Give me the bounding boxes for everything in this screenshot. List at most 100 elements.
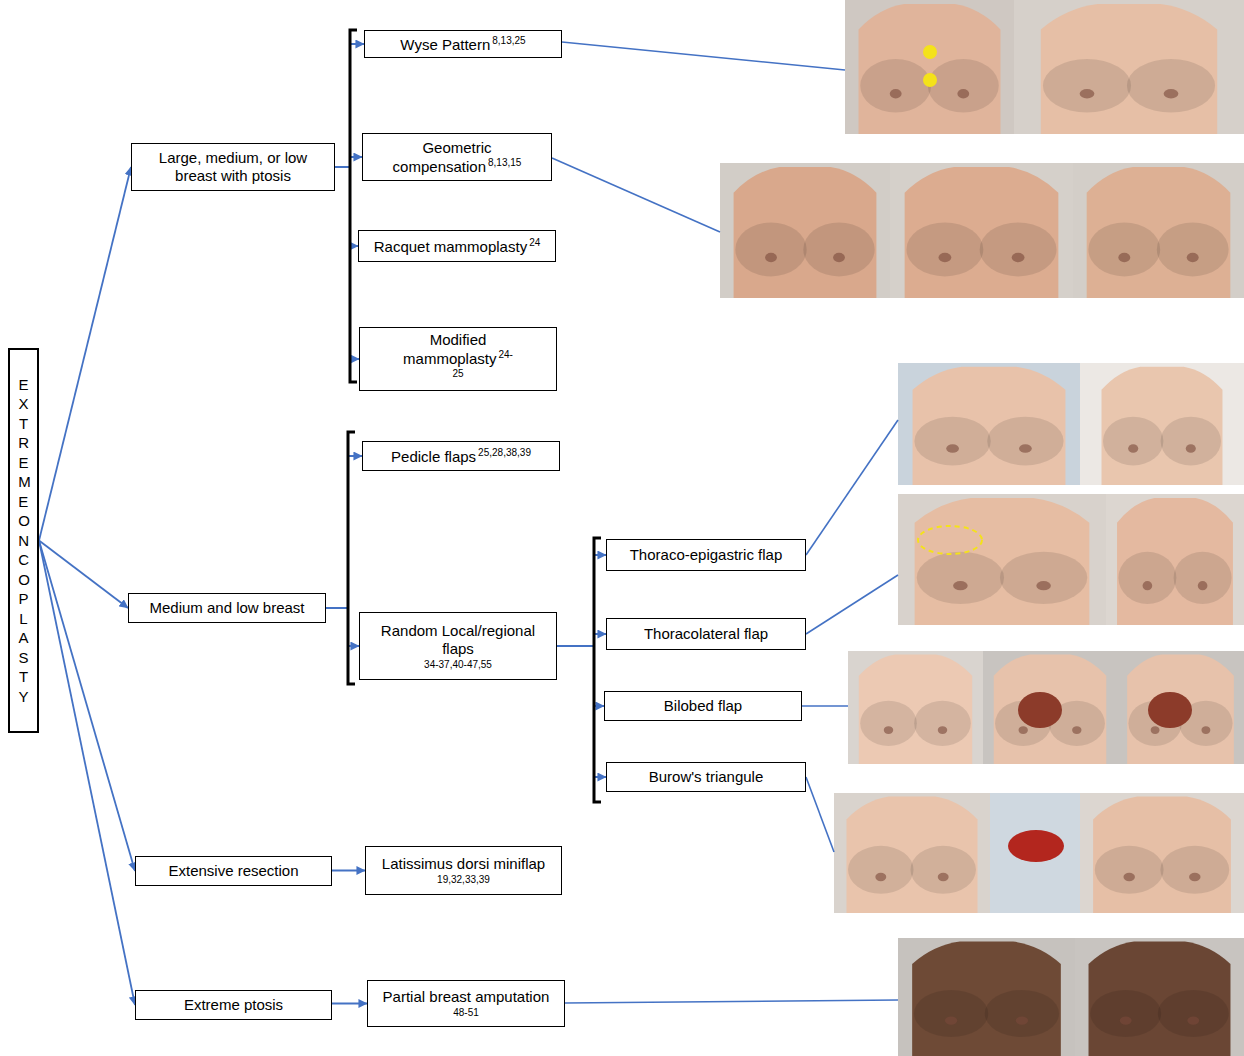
box-label: Geometric compensation	[393, 139, 492, 175]
text-wrapper: Latissimus dorsi miniflap19,32,33,39	[376, 855, 551, 886]
connector-arrow	[335, 167, 358, 246]
box-label: Random Local/regional flaps	[381, 622, 535, 657]
process-box: Thoraco-epigastric flap	[606, 539, 806, 571]
process-box: Large, medium, or low breast with ptosis	[131, 143, 335, 191]
surgical-field	[1008, 830, 1064, 862]
box-label: Medium and low breast	[149, 599, 304, 616]
photo-ground	[898, 938, 1075, 1056]
patient-photo	[905, 167, 1059, 298]
photo-ground	[898, 363, 1080, 485]
box-label: Pedicle flaps	[391, 448, 476, 465]
box-label: Large, medium, or low breast with ptosis	[159, 149, 307, 184]
text-wrapper: Large, medium, or low breast with ptosis	[132, 149, 334, 185]
process-box: Bilobed flap	[604, 691, 802, 721]
connector-arrow	[39, 541, 135, 1006]
process-box: Racquet mammoplasty24	[358, 230, 556, 262]
patient-photo	[913, 367, 1066, 485]
patient-photo	[1087, 167, 1231, 298]
connector-arrow	[39, 167, 131, 541]
box-label: Partial breast amputation	[383, 988, 550, 1005]
patient-photo	[1041, 4, 1217, 134]
process-box: Wyse Pattern8,13,25	[364, 30, 562, 58]
leader-line	[806, 575, 898, 634]
box-label: Burow's triangule	[649, 768, 764, 785]
box-label: Thoracolateral flap	[644, 625, 768, 642]
text-wrapper: Racquet mammoplasty24	[368, 237, 547, 256]
photo-ground	[720, 163, 890, 298]
patient-photo	[734, 167, 877, 298]
text-wrapper: Extreme ptosis	[178, 996, 289, 1014]
connector-arrow	[557, 646, 606, 777]
box-label: Bilobed flap	[664, 697, 742, 714]
text-wrapper: Wyse Pattern8,13,25	[394, 35, 531, 54]
photo-ground	[845, 0, 1014, 134]
box-label: Extreme ptosis	[184, 996, 283, 1013]
photo-ground	[898, 494, 1106, 625]
process-box: Geometric compensation8,13,15	[362, 133, 552, 181]
patient-photo	[1089, 942, 1231, 1056]
patient-photo	[846, 797, 977, 913]
text-wrapper: Modified mammoplasty24-25	[392, 331, 524, 387]
tumor-marker	[918, 526, 982, 554]
reference-numbers: 34-37,40-47,55	[373, 658, 543, 671]
group-bracket	[350, 30, 357, 382]
tumor-marker	[923, 73, 937, 87]
photo-ground	[990, 793, 1080, 913]
photo-ground	[890, 163, 1073, 298]
group-bracket	[348, 432, 355, 684]
process-box: Extensive resection	[135, 856, 332, 886]
connector-arrow	[335, 167, 359, 359]
vertical-title: EXTREME ONCOPLASTY	[18, 375, 29, 707]
patient-photo	[912, 942, 1061, 1056]
text-wrapper: Thoracolateral flap	[638, 625, 774, 643]
text-wrapper: Partial breast amputation48-51	[377, 988, 556, 1019]
connector-arrow	[39, 541, 135, 872]
patient-photo	[994, 654, 1107, 764]
reference-numbers: 48-51	[383, 1006, 550, 1019]
process-box: Burow's triangule	[606, 762, 806, 792]
patient-photo	[1102, 367, 1223, 485]
connector-arrow	[39, 541, 128, 609]
process-box: Partial breast amputation48-51	[367, 980, 565, 1027]
surgical-field	[1148, 692, 1192, 728]
reference-numbers: 8,13,15	[488, 157, 521, 168]
title-column-box: EXTREME ONCOPLASTY	[8, 348, 39, 733]
text-wrapper: Extensive resection	[162, 862, 304, 880]
reference-numbers: 24	[529, 237, 540, 248]
connector-arrow	[332, 1003, 367, 1005]
patient-photo	[859, 4, 1001, 134]
box-label: Wyse Pattern	[400, 36, 490, 53]
connector-arrow	[557, 646, 604, 706]
photo-ground	[983, 651, 1117, 764]
leader-line	[552, 158, 720, 232]
text-wrapper: Medium and low breast	[143, 599, 310, 617]
process-box: Medium and low breast	[128, 593, 326, 623]
connector-arrow	[326, 608, 359, 646]
process-box: Thoracolateral flap	[606, 618, 806, 650]
patient-photo	[859, 654, 972, 764]
box-label: Modified mammoplasty	[403, 331, 496, 367]
surgical-field	[1018, 692, 1062, 728]
patient-photo	[1117, 498, 1233, 625]
photo-ground	[1117, 651, 1244, 764]
photo-ground	[1106, 494, 1244, 625]
reference-numbers: 19,32,33,39	[382, 873, 545, 886]
text-wrapper: Random Local/regional flaps34-37,40-47,5…	[367, 622, 549, 671]
patient-photo	[1093, 797, 1231, 913]
tumor-marker	[923, 45, 937, 59]
photo-ground	[1075, 938, 1244, 1056]
process-box: Latissimus dorsi miniflap19,32,33,39	[365, 846, 562, 895]
reference-numbers: 25,28,38,39	[478, 447, 531, 458]
box-label: Extensive resection	[168, 862, 298, 879]
connector-arrow	[326, 456, 362, 608]
process-box: Random Local/regional flaps34-37,40-47,5…	[359, 612, 557, 680]
text-wrapper: EXTREME ONCOPLASTY	[18, 375, 29, 707]
connector-arrow	[557, 555, 606, 646]
text-wrapper: Geometric compensation8,13,15	[376, 139, 538, 176]
text-wrapper: Bilobed flap	[658, 697, 748, 715]
reference-numbers: 8,13,25	[492, 35, 525, 46]
box-label: Thoraco-epigastric flap	[630, 546, 783, 563]
text-wrapper: Thoraco-epigastric flap	[624, 546, 789, 564]
patient-photo	[1127, 654, 1234, 764]
